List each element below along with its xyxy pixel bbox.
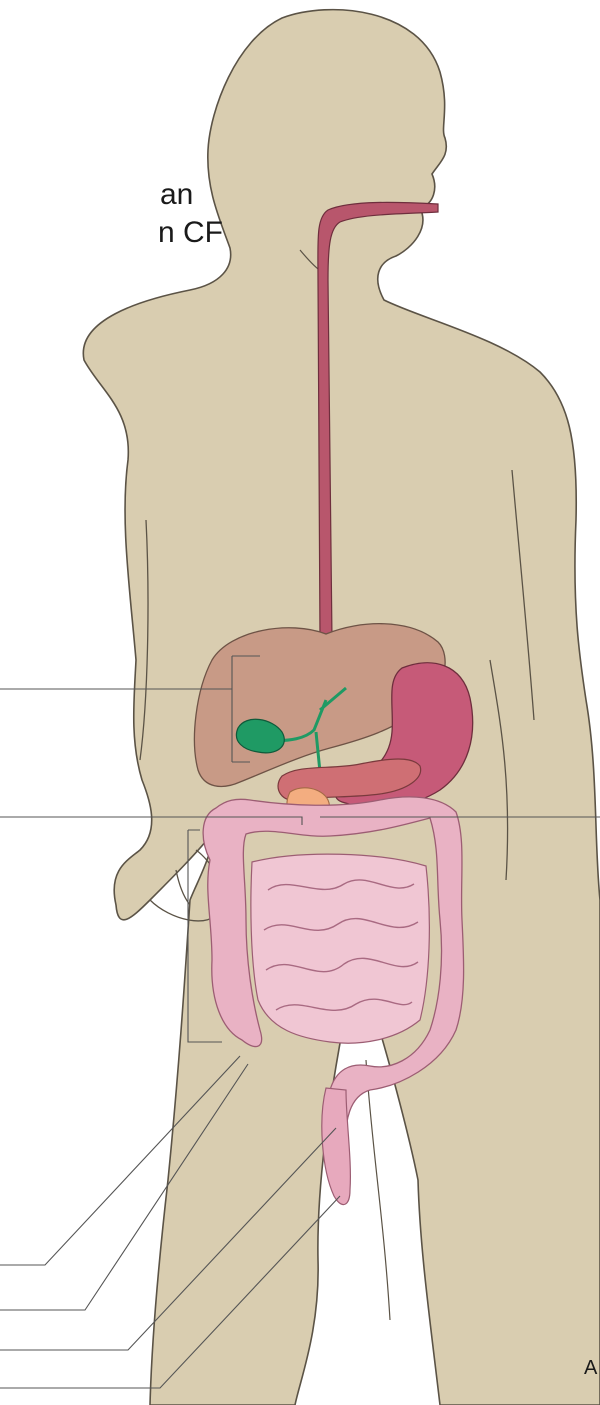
small-intestine — [251, 854, 429, 1043]
caption-line-1: an — [160, 176, 193, 214]
rectum — [322, 1088, 351, 1205]
caption-line-2: n CF — [158, 214, 223, 252]
corner-text-fragment: A — [584, 1356, 597, 1380]
thigh-contour — [366, 1060, 390, 1320]
